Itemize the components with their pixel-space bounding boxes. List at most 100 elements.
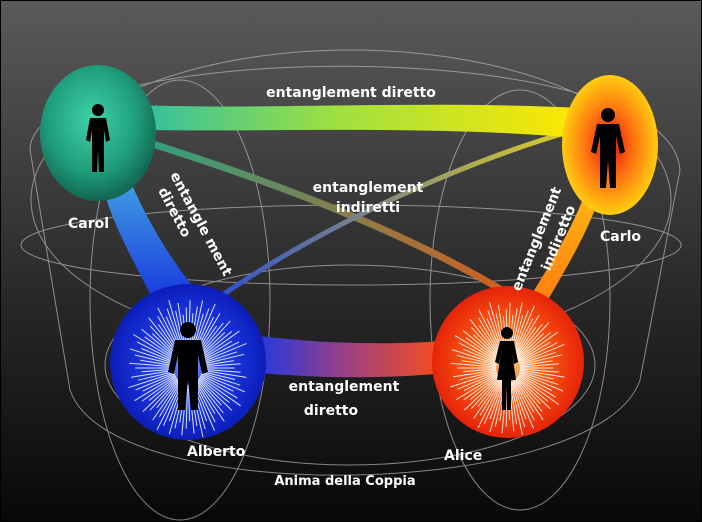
aura-ray <box>156 380 179 409</box>
aura-ray <box>454 335 498 362</box>
aura-ray <box>129 348 175 364</box>
aura-ray <box>142 378 178 412</box>
aura-ray <box>140 359 175 367</box>
aura-ray <box>201 371 236 380</box>
aura-ray <box>198 377 230 403</box>
aura-ray <box>516 333 544 360</box>
aura-ray <box>462 348 497 364</box>
direct-link-carol-carlo <box>140 104 580 138</box>
aura-ray <box>451 349 497 365</box>
aura-ray <box>515 324 543 358</box>
aura-ray <box>514 379 535 413</box>
aura-ray <box>519 363 559 368</box>
aura-ray <box>141 328 178 359</box>
aura-ray <box>489 381 504 420</box>
aura-ray <box>131 369 175 378</box>
aura-ray <box>458 342 498 363</box>
aura-ray <box>199 330 240 360</box>
aura-ray <box>452 369 497 378</box>
alice-silhouette-icon <box>495 327 518 410</box>
aura-ray <box>509 382 518 425</box>
aura-ray <box>519 369 565 378</box>
carol-name: Carol <box>68 216 109 232</box>
aura-ray <box>519 343 565 364</box>
aura-ray <box>470 376 499 400</box>
aura-ray <box>185 384 188 429</box>
aura-ray <box>512 305 535 356</box>
aura-ray <box>456 374 498 401</box>
aura-ray <box>516 376 551 410</box>
aura-ray <box>158 381 181 418</box>
aura-ray <box>479 379 502 416</box>
soul-label: Anima della Coppia <box>274 474 415 489</box>
alice-node <box>432 286 584 438</box>
alberto-name: Alberto <box>187 444 246 460</box>
aura-ray <box>463 373 498 391</box>
aura-ray <box>519 354 563 366</box>
aura-ray <box>201 353 245 365</box>
aura-ray <box>519 368 559 373</box>
aura-ray <box>144 336 177 360</box>
aura-ray <box>513 318 534 356</box>
aura-ray <box>137 371 175 381</box>
aura-ray <box>463 376 500 411</box>
aura-ray <box>517 331 558 361</box>
soul-left-ellipse <box>89 79 271 521</box>
aura-ray <box>200 340 233 361</box>
aura-ray <box>194 382 216 423</box>
alberto-silhouette-icon <box>168 322 208 410</box>
aura-ray <box>201 351 238 364</box>
aura-ray <box>201 368 241 373</box>
aura-ray <box>196 380 225 422</box>
aura-ray <box>512 380 535 429</box>
aura-ray <box>517 332 551 360</box>
cross-links-label-line1: entanglement <box>313 180 424 196</box>
top-link-label: entanglement diretto <box>266 85 436 101</box>
aura-ray <box>478 309 503 356</box>
aura-ray <box>201 360 235 367</box>
aura-ray <box>519 372 564 392</box>
soul-outer-curve <box>29 65 681 476</box>
aura-ray <box>149 379 179 411</box>
aura-ray <box>134 375 176 402</box>
aura-ray <box>514 379 544 420</box>
indirect-link-carlo-alice <box>528 180 604 305</box>
aura-ray <box>461 360 497 367</box>
aura-ray <box>197 320 231 357</box>
aura-ray <box>519 351 556 365</box>
aura-ray <box>463 368 497 373</box>
aura-ray <box>514 314 540 357</box>
aura-ray <box>477 380 503 429</box>
aura-ray <box>517 375 560 406</box>
direct-link-carol-alberto <box>100 175 205 305</box>
aura-ray <box>200 341 240 362</box>
aura-ray <box>200 374 234 392</box>
aura-ray <box>517 376 549 402</box>
soul-lower-ellipse <box>104 264 596 466</box>
aura-ray <box>518 342 558 363</box>
aura-ray <box>156 382 182 430</box>
alberto-node <box>110 284 266 440</box>
aura-ray <box>473 334 500 360</box>
aura-ray <box>141 376 177 402</box>
aura-ray <box>128 372 175 389</box>
alice-name: Alice <box>444 448 482 464</box>
bottom-link-label-line1: entanglement <box>289 379 400 395</box>
aura-ray <box>519 371 559 386</box>
aura-ray <box>478 325 502 357</box>
carol-node <box>40 65 156 201</box>
aura-ray <box>198 330 233 359</box>
carlo-node <box>562 75 658 215</box>
aura-ray <box>473 379 502 419</box>
indirect-link-carol-alice <box>136 136 514 299</box>
aura-ray <box>465 337 499 361</box>
aura-ray <box>450 371 497 388</box>
aura-ray <box>477 378 501 407</box>
aura-ray <box>519 360 553 367</box>
aura-ray <box>511 381 526 428</box>
aura-ray <box>514 326 537 357</box>
aura-ray <box>129 362 175 368</box>
aura-ray <box>134 354 175 365</box>
indirect-link-alberto-carlo <box>212 127 578 303</box>
